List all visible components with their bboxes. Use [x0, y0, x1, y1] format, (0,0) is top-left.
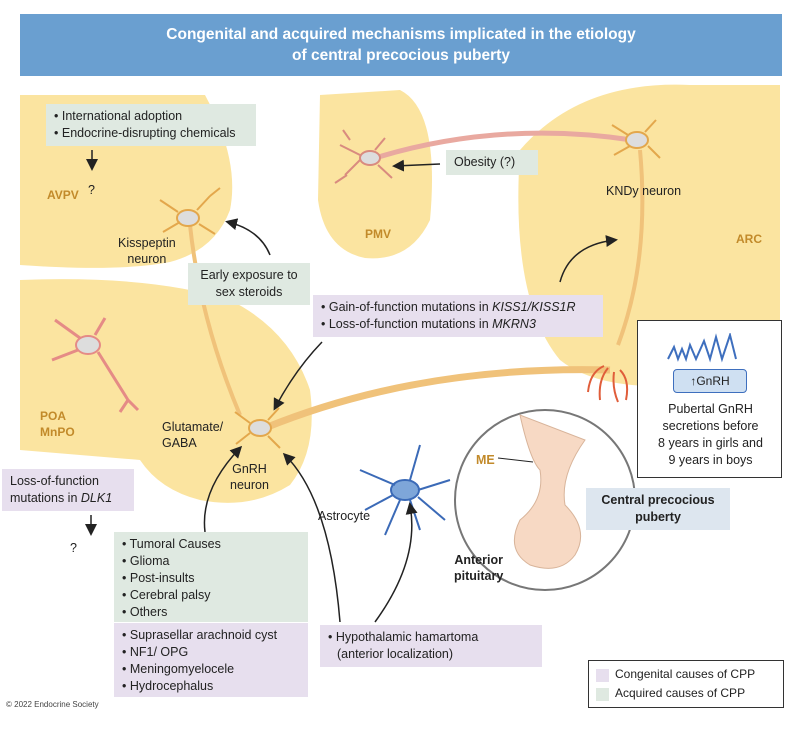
title-line-1: Congenital and acquired mechanisms impli… [166, 26, 636, 43]
early-exposure-line-1: Early exposure to [200, 268, 298, 282]
environmental-factors-box: International adoption Endocrine-disrupt… [46, 104, 256, 146]
legend-congenital-label: Congenital causes of CPP [615, 667, 756, 681]
pmv-neuron-icon [334, 129, 393, 184]
glutamate-line-1: Glutamate/ [162, 420, 224, 434]
region-avpv: AVPV [47, 188, 79, 202]
legend-acquired-swatch [596, 688, 609, 701]
me-label: ME [476, 453, 495, 467]
congenital-item: Meningomyelocele [122, 661, 300, 678]
kiss1-gene: KISS1/KISS1R [492, 300, 576, 314]
kiss1-mutation-item: • Gain-of-function mutations in KISS1/KI… [321, 300, 576, 314]
mkrn3-gene: MKRN3 [492, 317, 536, 331]
legend: Congenital causes of CPP Acquired causes… [588, 660, 784, 708]
unknown-mark-2: ? [70, 541, 77, 555]
hamartoma-text: Hypothalamic hamartoma [335, 630, 479, 644]
mkrn3-mutation-text: Loss-of-function mutations in [328, 317, 493, 331]
copyright: © 2022 Endocrine Society [6, 700, 99, 709]
gnrh-text-line-1: Pubertal GnRH [668, 402, 753, 416]
gnrh-pulse-icon [667, 333, 737, 363]
edc-item: Endocrine-disrupting chemicals [54, 125, 248, 142]
region-poa: POA MnPO [40, 408, 75, 440]
acquired-item: Tumoral Causes [122, 536, 300, 553]
obesity-box: Obesity (?) [446, 150, 538, 175]
title-banner: Congenital and acquired mechanisms impli… [20, 14, 782, 76]
kisspeptin-neuron-icon [159, 187, 221, 235]
anterior-line-2: pituitary [454, 569, 504, 583]
gnrh-terminal-icon [587, 365, 629, 403]
gnrh-text-line-2: secretions before [662, 419, 759, 433]
pmv-region [318, 90, 432, 259]
dlk1-text: mutations in [10, 491, 81, 505]
gnrh-badge: ↑GnRH [673, 369, 747, 393]
cpp-box: Central precocious puberty [586, 488, 730, 530]
hamartoma-line-1: • Hypothalamic hamartoma [328, 630, 479, 644]
acquired-causes-box: Tumoral Causes Glioma Post-insults Cereb… [114, 532, 308, 622]
astrocyte-icon [359, 444, 451, 536]
glutamate-gaba-label: Glutamate/ GABA [162, 419, 223, 451]
dlk1-line-2: mutations in DLK1 [10, 490, 126, 507]
astrocyte-label: Astrocyte [318, 509, 371, 523]
congenital-item: NF1/ OPG [122, 644, 300, 661]
cpp-line-2: puberty [635, 510, 681, 524]
gnrh-line-2: neuron [230, 478, 269, 492]
anterior-line-1: Anterior [454, 553, 503, 567]
cpp-line-1: Central precocious [601, 493, 715, 507]
glutamate-line-2: GABA [162, 436, 197, 450]
congenital-causes-box: Suprasellar arachnoid cyst NF1/ OPG Meni… [114, 623, 308, 697]
kisspeptin-line-1: Kisspeptin [118, 236, 176, 250]
congenital-item: Suprasellar arachnoid cyst [122, 627, 300, 644]
title-line-2: of central precocious puberty [292, 47, 510, 64]
acquired-item: Cerebral palsy [122, 587, 300, 604]
early-exposure-line-2: sex steroids [215, 285, 283, 299]
hamartoma-line-2: (anterior localization) [337, 647, 454, 661]
region-arc: ARC [736, 232, 762, 246]
intl-adoption-item: International adoption [54, 108, 248, 125]
region-poa-label: POA [40, 409, 67, 423]
gnrh-panel-text: Pubertal GnRH secretions before 8 years … [638, 401, 783, 469]
acquired-item: Others [122, 604, 300, 621]
legend-congenital-swatch [596, 669, 609, 682]
dlk1-box: Loss-of-function mutations in DLK1 [2, 469, 134, 511]
pituitary-icon [513, 414, 586, 569]
dlk1-line-1: Loss-of-function [10, 474, 99, 488]
gnrh-text-line-3: 8 years in girls and [658, 436, 763, 450]
hamartoma-box: • Hypothalamic hamartoma (anterior local… [320, 625, 542, 667]
legend-acquired-label: Acquired causes of CPP [615, 686, 746, 700]
dlk1-gene: DLK1 [80, 491, 113, 505]
anterior-pituitary-label: Anterior pituitary [454, 552, 503, 584]
kiss1-mutation-text: Gain-of-function mutations in [328, 300, 493, 314]
region-pmv: PMV [365, 227, 392, 241]
mutations-box: • Gain-of-function mutations in KISS1/KI… [313, 295, 603, 337]
poa-neuron-icon [51, 317, 140, 413]
region-mnpo-label: MnPO [40, 425, 75, 439]
kndy-neuron-icon [611, 119, 661, 159]
gnrh-neuron-label: GnRH neuron [230, 461, 269, 493]
gnrh-neuron-icon [234, 407, 281, 449]
acquired-item: Post-insults [122, 570, 300, 587]
gnrh-line-1: GnRH [232, 462, 267, 476]
unknown-mark-1: ? [88, 183, 95, 197]
kndy-neuron-label: KNDy neuron [606, 184, 682, 198]
kisspeptin-neuron-label: Kisspeptin neuron [118, 235, 176, 267]
acquired-item: Glioma [122, 553, 300, 570]
kisspeptin-line-2: neuron [127, 252, 167, 266]
early-exposure-box: Early exposure to sex steroids [188, 263, 310, 305]
gnrh-panel: ↑GnRH Pubertal GnRH secretions before 8 … [637, 320, 782, 478]
mkrn3-mutation-item: • Loss-of-function mutations in MKRN3 [321, 317, 536, 331]
congenital-item: Hydrocephalus [122, 678, 300, 695]
gnrh-text-line-4: 9 years in boys [668, 453, 753, 467]
